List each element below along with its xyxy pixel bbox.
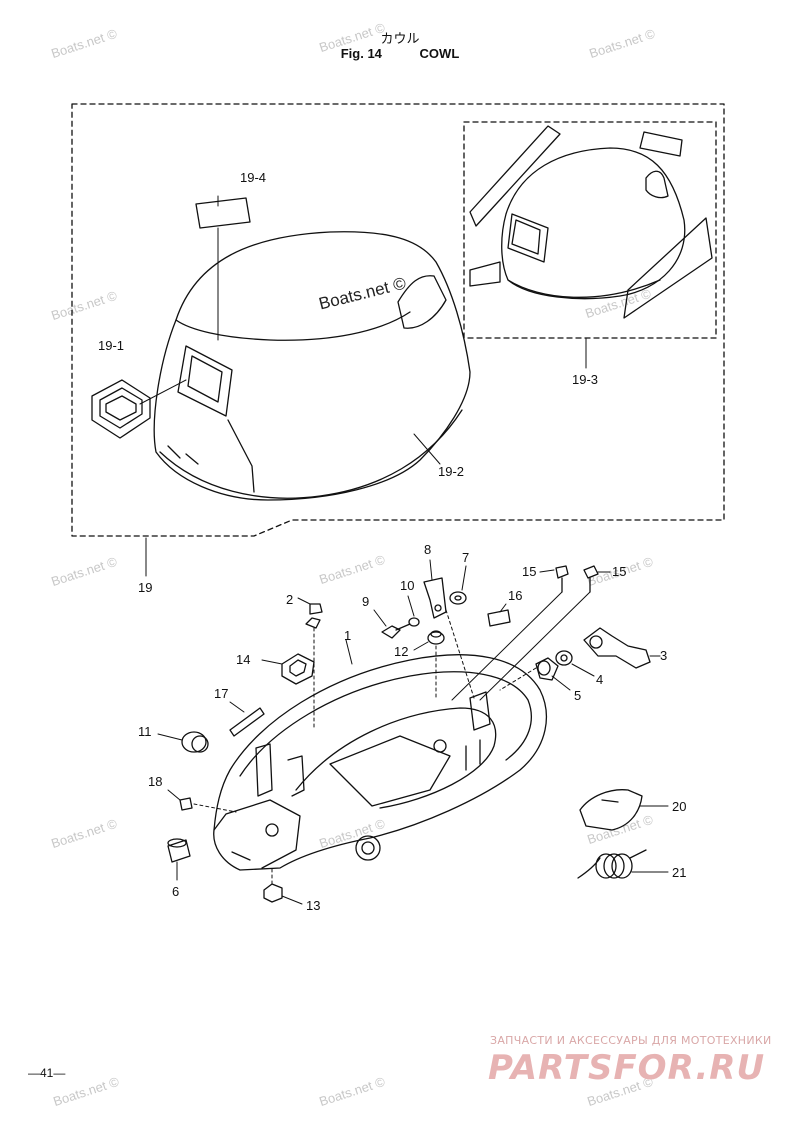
label-19: 19 xyxy=(138,580,152,595)
bushing-5 xyxy=(535,657,559,681)
decal-set-19-3-cowl xyxy=(469,125,713,319)
label-16: 16 xyxy=(508,588,522,603)
nut-13 xyxy=(263,883,283,903)
bushing-6 xyxy=(167,838,191,863)
label-19-2: 19-2 xyxy=(438,464,464,479)
pad-20 xyxy=(579,789,643,831)
decal-19-4 xyxy=(195,197,251,229)
label-6: 6 xyxy=(172,884,179,899)
screw-15-right xyxy=(583,565,599,593)
label-10: 10 xyxy=(400,578,414,593)
label-15-left: 15 xyxy=(522,564,536,579)
kit-19-outline xyxy=(71,103,725,537)
washer-7 xyxy=(449,591,467,605)
label-19-3: 19-3 xyxy=(572,372,598,387)
label-2: 2 xyxy=(286,592,293,607)
grommet-11 xyxy=(181,731,209,753)
figure-title: COWL xyxy=(419,46,460,61)
label-4: 4 xyxy=(596,672,603,687)
label-9: 9 xyxy=(362,594,369,609)
label-18: 18 xyxy=(148,774,162,789)
spring-21 xyxy=(577,849,647,879)
bottom-cowling xyxy=(213,654,547,871)
screw-15-left xyxy=(555,565,569,593)
grommet-12 xyxy=(427,630,445,645)
label-20: 20 xyxy=(672,799,686,814)
diagram-title-japanese: カウル xyxy=(380,32,420,47)
label-15-right: 15 xyxy=(612,564,626,579)
bracket-8 xyxy=(423,577,447,619)
top-cowling xyxy=(153,231,471,501)
screw-9 xyxy=(381,623,411,639)
diagram-title: Fig. 14 COWL xyxy=(0,46,800,61)
decal-16 xyxy=(487,609,511,627)
label-14: 14 xyxy=(236,652,250,667)
label-7: 7 xyxy=(462,550,469,565)
washer-4 xyxy=(555,650,573,666)
kit-19-3-outline xyxy=(463,121,717,339)
seal-17 xyxy=(229,707,265,737)
bolt-2 xyxy=(305,603,323,629)
label-11: 11 xyxy=(138,724,152,739)
grommet-14 xyxy=(281,653,315,685)
figure-number: Fig. 14 xyxy=(340,46,382,61)
page-number: —41— xyxy=(28,1066,66,1080)
washer-10 xyxy=(408,617,420,627)
label-21: 21 xyxy=(672,865,686,880)
brand-tagline: ЗАПЧАСТИ И АКСЕССУАРЫ ДЛЯ МОТОТЕХНИКИ xyxy=(490,1034,772,1047)
label-1: 1 xyxy=(344,628,351,643)
label-12: 12 xyxy=(394,644,408,659)
label-19-1: 19-1 xyxy=(98,338,124,353)
brand-logo-text: PARTSFOR.RU xyxy=(488,1048,766,1088)
vent-grille-19-1 xyxy=(91,379,151,439)
label-19-4: 19-4 xyxy=(240,170,266,185)
lever-3 xyxy=(583,627,651,669)
label-17: 17 xyxy=(214,686,228,701)
label-5: 5 xyxy=(574,688,581,703)
label-8: 8 xyxy=(424,542,431,557)
label-13: 13 xyxy=(306,898,320,913)
label-3: 3 xyxy=(660,648,667,663)
decal-18 xyxy=(179,797,193,811)
